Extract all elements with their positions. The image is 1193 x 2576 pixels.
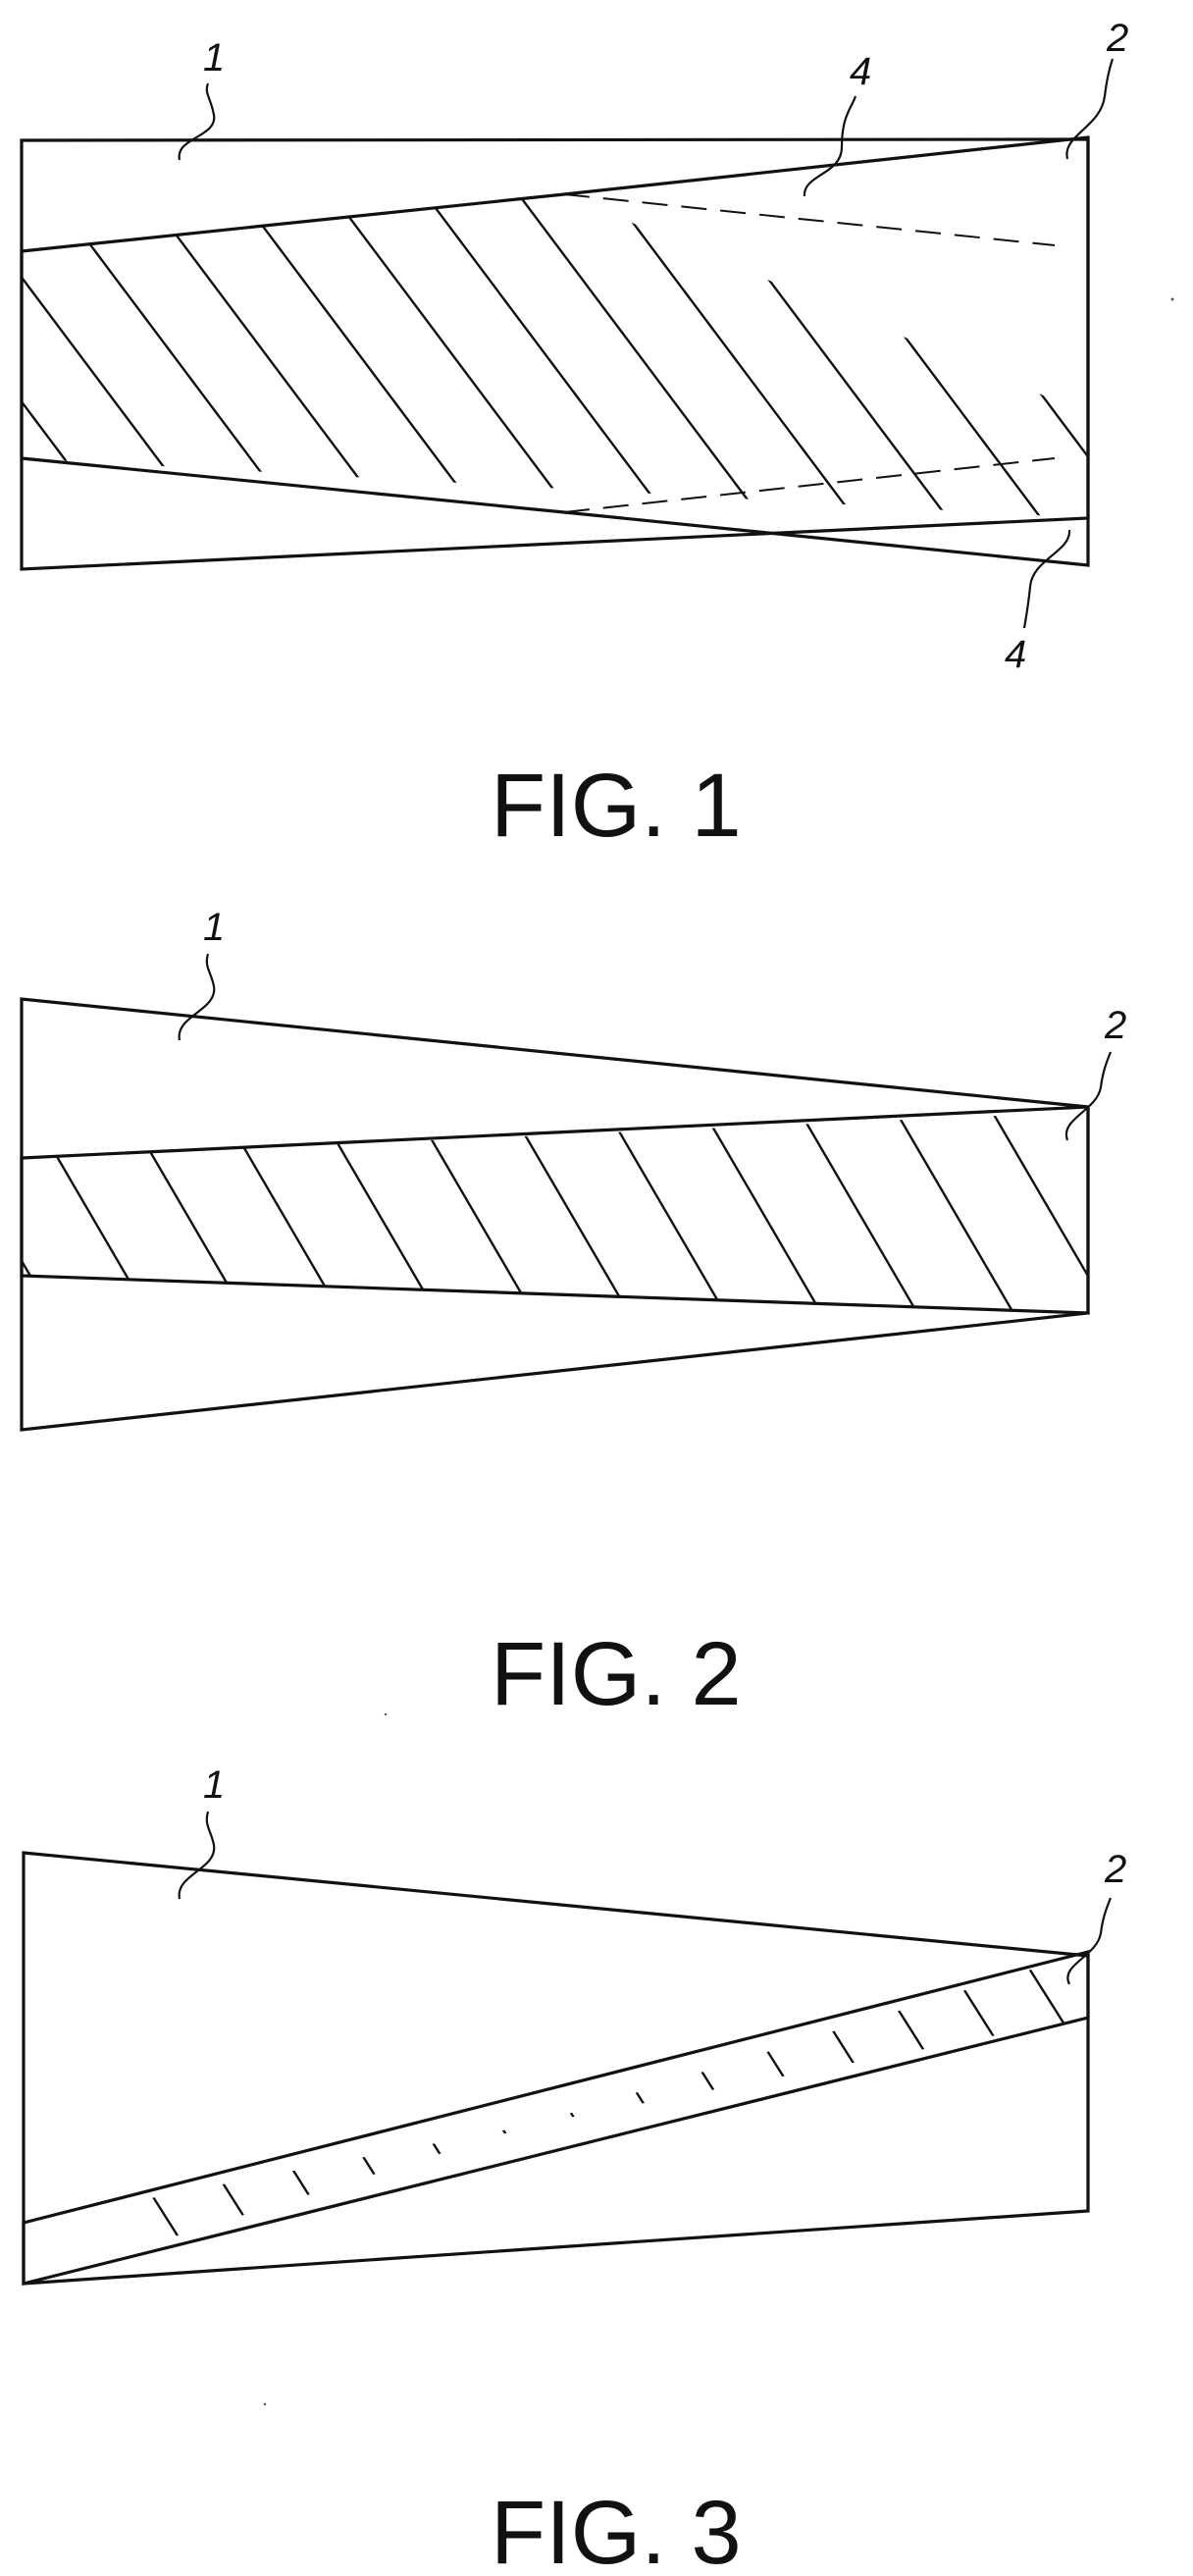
hatch-line bbox=[957, 157, 1193, 550]
fig1-wedge-2 bbox=[22, 137, 1088, 565]
fig3-leader-1 bbox=[180, 1812, 215, 1899]
fig2-leader-1 bbox=[180, 954, 215, 1040]
hatch-line bbox=[765, 1923, 1001, 2296]
fig1-hidden-edge-bottom bbox=[564, 458, 1055, 512]
hatch-line bbox=[584, 157, 878, 550]
fig1-label-1: 1 bbox=[203, 36, 225, 79]
hatch-line bbox=[491, 157, 785, 550]
hatch-line bbox=[0, 1923, 216, 2296]
figure-1: 1 4 2 4 FIG. 1 bbox=[0, 17, 1193, 856]
scan-speck bbox=[264, 2403, 266, 2405]
fig3-label-1: 1 bbox=[203, 1763, 225, 1807]
fig2-wedge-1 bbox=[22, 999, 1088, 1430]
fig1-hidden-edge-top bbox=[564, 194, 1055, 245]
fig2-label-1: 1 bbox=[203, 906, 225, 949]
fig1-leader-1 bbox=[180, 83, 215, 160]
fig1-label-2: 2 bbox=[1106, 17, 1128, 60]
hatch-line bbox=[210, 1089, 347, 1325]
fig2-label-2: 2 bbox=[1104, 1004, 1126, 1047]
hatch-line bbox=[114, 1089, 251, 1325]
hatch-line bbox=[25, 157, 319, 550]
figure-2: 1 2 FIG. 2 bbox=[0, 906, 1193, 1724]
fig1-wedge-1 bbox=[22, 139, 1088, 569]
hatch-line bbox=[770, 157, 1064, 550]
hatch-line bbox=[0, 157, 39, 550]
hatch-line bbox=[1001, 1923, 1193, 2296]
fig3-caption: FIG. 3 bbox=[491, 2483, 742, 2576]
hatch-line bbox=[59, 1923, 294, 2296]
hatch-line bbox=[0, 157, 226, 550]
fig1-leader-4-top bbox=[804, 96, 856, 196]
fig3-label-2: 2 bbox=[1104, 1848, 1126, 1891]
hatch-line bbox=[294, 1923, 530, 2296]
hatch-line bbox=[863, 157, 1158, 550]
hatch-line bbox=[922, 1923, 1158, 2296]
fig1-label-4-bottom: 4 bbox=[1005, 633, 1026, 676]
hatch-line bbox=[216, 1923, 451, 2296]
hatch-line bbox=[0, 157, 132, 550]
fig3-wedge-1 bbox=[24, 1853, 1088, 2284]
hatch-line bbox=[397, 157, 692, 550]
fig2-hatching bbox=[0, 1089, 1193, 1325]
hatch-line bbox=[1079, 1923, 1193, 2296]
hatch-line bbox=[677, 157, 971, 550]
hatch-line bbox=[1075, 1089, 1193, 1325]
hatch-line bbox=[844, 1923, 1079, 2296]
fig1-leader-4-bottom bbox=[1024, 530, 1069, 628]
hatch-line bbox=[0, 1089, 59, 1325]
scan-speck bbox=[1171, 298, 1174, 301]
fig2-wedge-2 bbox=[22, 1107, 1088, 1313]
fig3-wedge-2 bbox=[24, 1952, 1088, 2284]
hatch-line bbox=[373, 1923, 608, 2296]
fig1-leader-2 bbox=[1066, 59, 1113, 159]
fig2-caption: FIG. 2 bbox=[491, 1624, 742, 1724]
hatch-line bbox=[137, 1923, 373, 2296]
fig3-hatching bbox=[0, 1923, 1193, 2296]
figure-3: 1 2 FIG. 3 bbox=[0, 1763, 1193, 2576]
fig1-label-4-top: 4 bbox=[850, 50, 871, 93]
fig1-caption: FIG. 1 bbox=[491, 756, 742, 856]
hatch-line bbox=[1050, 157, 1193, 550]
scan-speck bbox=[385, 1713, 387, 1715]
fig1-hatching bbox=[0, 157, 1193, 550]
hatch-line bbox=[18, 1089, 155, 1325]
